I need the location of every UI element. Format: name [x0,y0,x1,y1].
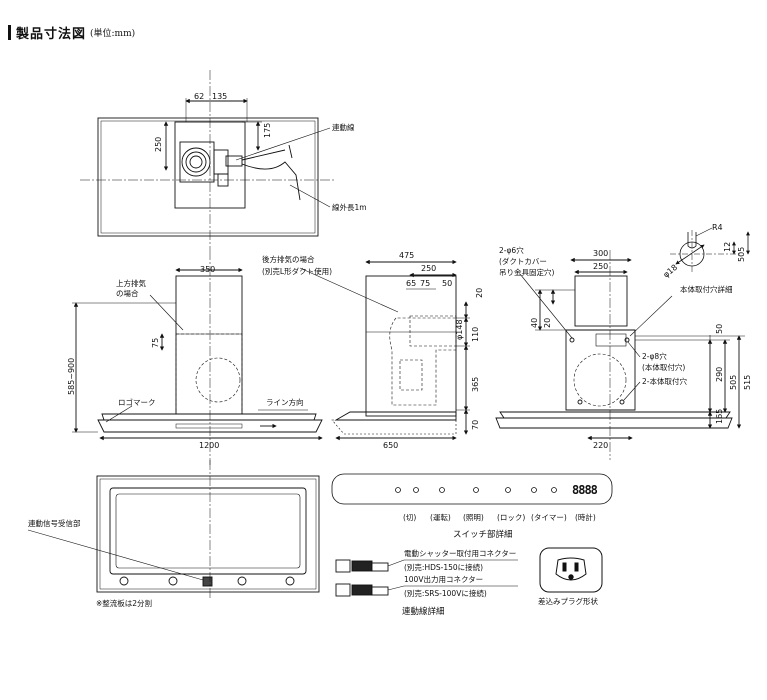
label-receiver: 連動信号受信部 [28,518,81,528]
label-hole8-3: 2-本体取付穴 [642,376,687,386]
switch-panel [331,473,613,505]
dim-175: 175 [263,123,272,138]
dim-250-top: 250 [154,137,163,152]
label-conn2-1: 100V出力用コネクター [404,574,483,584]
back-view [495,250,745,460]
plug-caption: 差込みプラグ形状 [538,596,598,606]
dim-50-side: 50 [442,279,452,288]
dim-phi148: φ148 [455,319,464,340]
label-hole6-1: 2-φ6穴 [499,245,524,255]
dim-365: 365 [471,377,480,392]
label-conn1-1: 電動シャッター取付用コネクター [404,548,516,558]
label-hole6-3: 吊り金具固定穴) [499,267,554,277]
side-view [299,259,470,441]
front-view [72,250,323,465]
dim-1200: 1200 [199,441,219,450]
dim-40: 40 [530,318,539,328]
label-conn2-2: (別売:SRS-100Vに接続) [404,588,487,598]
label-line-direction: ライン方向 [266,397,304,407]
dim-505-detail: 505 [737,247,746,262]
dim-phi18: φ18 [662,263,680,280]
dim-110: 110 [471,327,480,342]
dim-220: 220 [593,441,608,450]
dim-20-side: 20 [475,288,484,298]
label-logo-mark: ロゴマーク [118,397,156,407]
switch-label-clock: (時計) [575,512,596,522]
label-conn1-2: (別売:HDS-150に接続) [404,562,483,572]
cord-caption: 連動線詳細 [402,606,445,617]
dim-585-900: 585~900 [67,358,76,395]
label-mount-detail: 本体取付穴詳細 [680,284,733,294]
dim-70: 70 [471,420,480,430]
cord-detail [335,559,518,597]
hole-detail [670,227,750,274]
dim-250-back: 250 [593,262,608,271]
unit-note: (単位:mm) [90,28,136,39]
label-hole6-2: (ダクトカバー [499,256,547,266]
dim-12: 12 [723,242,732,252]
dim-65: 65 [406,279,416,288]
page-header: 製品寸法図 (単位:mm) [8,22,135,42]
dim-165: 165 [715,409,724,424]
label-top-exhaust-2: の場合 [116,288,139,298]
clock-display: 8888 [572,483,598,497]
dim-75-side: 75 [420,279,430,288]
dim-r4: R4 [712,223,723,232]
dim-62: 62 [194,92,204,101]
switch-button-labels: (切) (運転) (照明) (ロック) (タイマー) (時計) [403,512,596,522]
label-hole8-1: 2-φ8穴 [642,351,667,361]
dim-505-back: 505 [729,375,738,390]
switch-label-off: (切) [403,513,416,522]
label-cord-length: 線外長1m [332,202,367,212]
label-rear-exhaust-2: (別売L形ダクト使用) [262,266,332,276]
label-rear-exhaust-1: 後方排気の場合 [262,254,315,264]
label-cord: 連動線 [332,122,355,132]
label-baffle-note: ※整流板は2分割 [96,598,152,608]
dim-650: 650 [383,441,398,450]
page-title: 製品寸法図 [16,26,87,42]
switch-label-light: (照明) [463,513,484,522]
dim-75: 75 [151,338,160,348]
dim-135: 135 [212,92,227,101]
label-hole8-2: (本体取付穴) [642,362,685,372]
switch-label-timer: (タイマー) [531,513,567,522]
top-view [80,70,335,250]
dim-475: 475 [399,251,414,260]
dim-290: 290 [715,367,724,382]
dim-50-back: 50 [715,324,724,334]
dim-20-back: 20 [543,318,552,328]
dim-250-side: 250 [421,264,436,273]
dim-515: 515 [743,375,752,390]
switch-label-run: (運転) [430,513,451,522]
label-top-exhaust-1: 上方排気 [116,278,146,288]
bottom-view [27,460,320,600]
plug-outlet [539,547,603,593]
switch-label-lock: (ロック) [497,513,525,522]
header-bar [8,24,11,40]
dim-350: 350 [200,265,215,274]
switch-caption: スイッチ部詳細 [453,529,513,540]
dim-300: 300 [593,249,608,258]
